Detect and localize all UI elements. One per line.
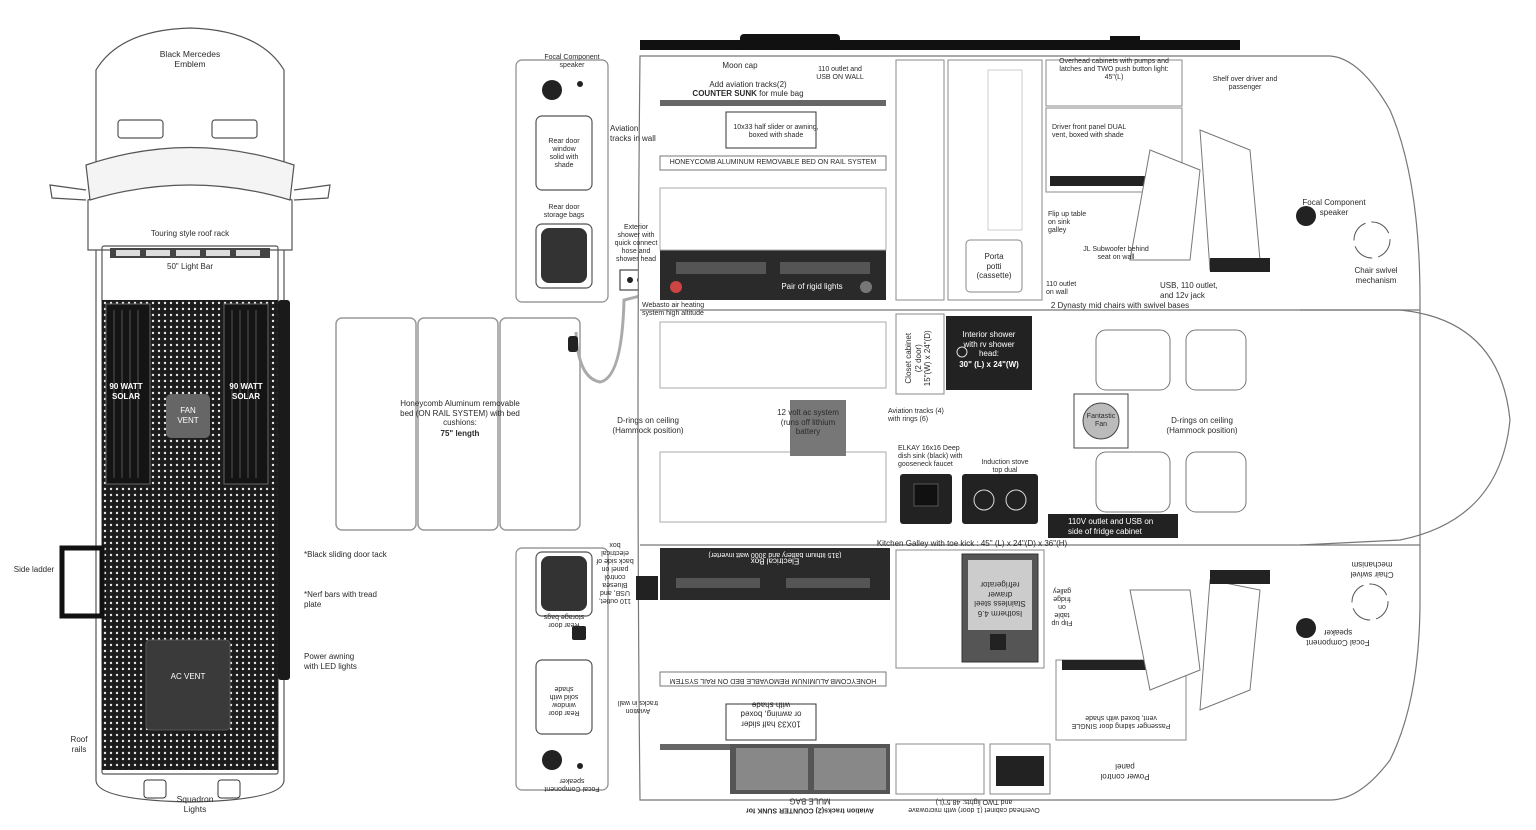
driver-panel-label: Driver front panel DUAL vent, boxed with…	[1052, 124, 1127, 139]
rear-window-label: Rear door window solid with shade	[548, 138, 580, 169]
sliding-door-track-label: *Black sliding door tack	[304, 550, 387, 559]
ac-vent-label: AC VENT	[170, 672, 206, 681]
light-bar-label: 50" Light Bar	[167, 262, 213, 271]
side-ladder	[59, 545, 105, 619]
subwoofer-label: JL Subwoofer behind seat on wall	[1083, 246, 1149, 261]
ac-system-label: 12 volt ac system (runs off lithium batt…	[777, 408, 839, 436]
usb-jack-label: USB, 110 outlet, and 12v jack	[1160, 281, 1218, 300]
honeycomb-bed-top-label: HONEYCOMB ALUMINUM REMOVABLE BED ON RAIL…	[669, 159, 877, 166]
stove-label: Induction stove top dual	[981, 459, 1029, 474]
aviation-sunk-label: Aviation tracks(2) COUNTER SUNK for	[745, 806, 875, 814]
chair-swivel-bottom-label: Chair swivel mechanism	[1350, 560, 1394, 580]
rigid-lights-label: Pair of rigid lights	[781, 282, 843, 291]
battery-label: (315 lithium battery and 3000 watt inver…	[708, 551, 842, 558]
rear-speaker-bottom-label: Focal Component speaker	[544, 777, 600, 792]
passenger-door-label: Passenger sliding door SINGLE vent, boxe…	[1071, 714, 1171, 729]
bed-length-label: 75" length	[440, 429, 480, 438]
rear-storage-bottom-label: Rear door storage bags	[543, 613, 585, 628]
half-slider-bottom-label: 10X33 half slider or awning, boxed with …	[740, 700, 802, 729]
power-awning-label: Power awning with LED lights	[304, 652, 357, 671]
mule-bag-text: for mule bag	[756, 89, 804, 98]
kitchen-galley-label: Kitchen Galley with toe kick : 45" (L) x…	[876, 539, 1068, 548]
porta-potti-label: Porta potti (cassette)	[976, 252, 1012, 280]
d-rings-left-label: D-rings on ceiling (Hammock position)	[612, 416, 684, 435]
passenger-seat	[1129, 579, 1261, 711]
ext-shower-label: Exterior shower with quick connect hose …	[614, 224, 658, 263]
outlet-110-wall-label: 110 outlet on wall	[1046, 281, 1077, 296]
power-awning	[278, 300, 290, 680]
overhead-micro-label: Overhead cabinet (1 door) with microwave…	[908, 798, 1040, 813]
solar-panel-right	[223, 303, 269, 485]
chair-swivel-label: Chair swivel mechanism	[1354, 266, 1398, 285]
shower-label: Interior shower with rv shower head:	[962, 330, 1016, 358]
aviation-wall-label: Aviation tracks in wall	[610, 124, 656, 143]
emblem-label: Black Mercedes Emblem	[159, 49, 221, 69]
fan-vent-label: FAN VENT	[177, 406, 199, 425]
fantastic-fan-label: Fantastic Fan	[1086, 413, 1116, 428]
flip-table-label: Flip up table on sink galley	[1048, 211, 1087, 234]
power-panel-label: Power control panel	[1100, 762, 1150, 782]
closet-label: Closet cabinet (2 door) 15"(W) x 24"(D)	[903, 330, 932, 387]
nerf-bars-label: *Nerf bars with tread plate	[304, 590, 377, 609]
counter-sunk-line: COUNTER SUNK for mule bag	[668, 89, 828, 99]
roof-rails-label: Roof rails	[70, 735, 88, 754]
moon-cap-label: Moon cap	[722, 61, 758, 70]
webasto-label: Webasto air heating system high altitude	[642, 302, 705, 317]
overhead-label: Overhead cabinets with pumps and latches…	[1059, 58, 1169, 81]
shower-size-label: 30" (L) x 24"(W)	[959, 360, 1019, 369]
rear-window-bottom-label: Rear door window solid with shade	[548, 685, 580, 716]
bed-label: Honeycomb Aluminum removable bed (ON RAI…	[400, 399, 520, 427]
add-aviation-label: Add aviation tracks(2)	[709, 80, 787, 89]
dynasty-label: 2 Dynasty mid chairs with swivel bases	[1050, 301, 1190, 310]
sink-label: ELKAY 16x16 Deep dish sink (black) with …	[898, 445, 963, 468]
half-slider-label: 10x33 half slider or awning, boxed with …	[733, 124, 819, 139]
honeycomb-bed-bottom-label: HONEYCOMB ALUMINUM REMOVABLE BED ON RAIL…	[669, 677, 877, 684]
focal-bottom-label: Focal Component speaker	[1306, 628, 1370, 648]
outlet-fridge-label: 110V outlet and USB on side of fridge ca…	[1068, 517, 1154, 536]
roof-rack-label: Touring style roof rack	[150, 229, 230, 238]
rear-speaker-label: Focal Component speaker	[544, 54, 600, 69]
fridge-label: Isotherm 4.6 Stainless steel drawer refr…	[974, 580, 1026, 619]
outlet-wall-label: 110 outlet and USB ON WALL	[816, 66, 864, 81]
solar-left-label: 90 WATT SOLAR	[109, 382, 143, 401]
unfolded-bed	[335, 317, 581, 531]
fan-vent	[166, 394, 210, 438]
ac-vent	[145, 639, 231, 731]
flip-table-fridge-label: Flip up table on fridge galley	[1051, 587, 1073, 626]
rear-storage-label: Rear door storage bags	[543, 204, 585, 219]
d-rings-right-label: D-rings on ceiling (Hammock position)	[1166, 416, 1238, 435]
aviation-wall-bottom-label: Aviation tracks in wall	[617, 699, 659, 714]
side-ladder-label: Side ladder	[13, 565, 55, 574]
solar-right-label: 90 WATT SOLAR	[229, 382, 263, 401]
mid-chairs	[1095, 329, 1247, 513]
focal-front-label: Focal Component speaker	[1302, 198, 1366, 217]
aviation-rings-label: Aviation tracks (4) with rings (6)	[888, 408, 944, 423]
bluesea-label: 110 outlet, USB, and Bluesea control pan…	[596, 541, 634, 604]
counter-sunk-bold: COUNTER SUNK	[692, 89, 757, 98]
electrical-box	[660, 548, 890, 600]
solar-panel-left	[105, 303, 151, 485]
squadron-lights-label: Squadron Lights	[176, 794, 214, 814]
roof-rack-side	[640, 40, 1240, 50]
shelf-label: Shelf over driver and passenger	[1212, 76, 1278, 91]
